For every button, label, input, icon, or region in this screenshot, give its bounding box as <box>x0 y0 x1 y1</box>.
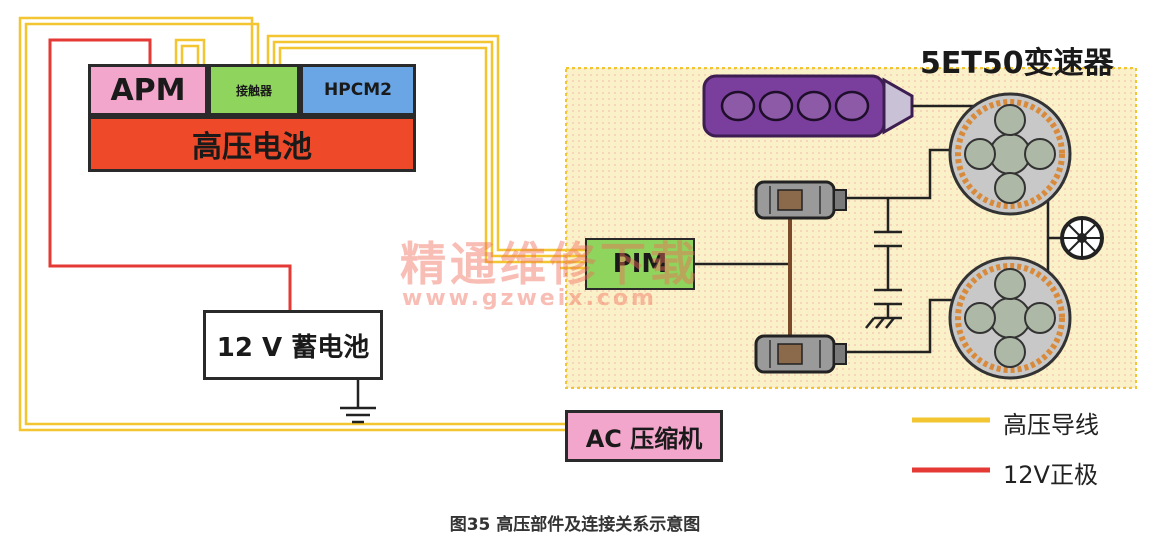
watermark-text: 精通维修下载 <box>400 237 700 291</box>
watermark-url: www.gzweix.com <box>402 286 657 311</box>
electric-motor-icon <box>754 180 847 220</box>
positive-12v-wires <box>48 38 292 310</box>
ac-compressor: AC 压缩机 <box>565 410 723 462</box>
wheel-icon <box>1060 216 1104 260</box>
ac-compressor-label: AC 压缩机 <box>585 424 703 453</box>
pim-label: PIM <box>612 249 668 279</box>
pim-module: PIM <box>585 238 695 290</box>
battery-12v: 12 V 蓄电池 <box>203 310 383 380</box>
hv-battery-label: 高压电池 <box>192 130 312 165</box>
planetary-gear-icon <box>948 256 1072 380</box>
apm-label: APM <box>110 72 186 108</box>
engine-icon <box>702 74 914 138</box>
legend-hv-label: 高压导线 <box>1003 411 1099 439</box>
gearbox-title: 5ET50变速器 <box>920 46 1114 81</box>
ground-icon <box>340 380 376 424</box>
legend-12v-label: 12V正极 <box>1003 461 1098 489</box>
planetary-gear-icon <box>948 92 1072 216</box>
figure-caption: 图35 高压部件及连接关系示意图 <box>449 515 701 535</box>
battery-12v-label: 12 V 蓄电池 <box>216 332 370 363</box>
contactor-module: 接触器 <box>208 64 300 116</box>
hpcm2-label: HPCM2 <box>324 80 392 100</box>
capacitor-icon <box>865 230 902 329</box>
high-voltage-wires <box>18 16 585 432</box>
contactor-label: 接触器 <box>235 83 272 98</box>
apm-module: APM <box>88 64 208 116</box>
hv-battery: 高压电池 <box>88 116 416 172</box>
hpcm2-module: HPCM2 <box>300 64 416 116</box>
electric-motor-icon <box>754 334 847 374</box>
